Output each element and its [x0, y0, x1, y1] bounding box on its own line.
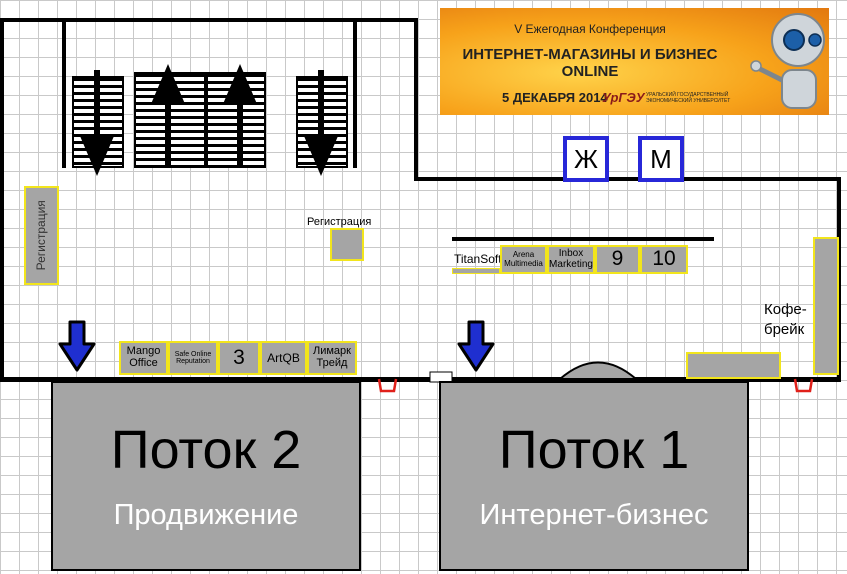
door-left-icon — [377, 378, 398, 393]
coffee-break-counter-right — [813, 237, 839, 375]
hall-stream-2-title: Поток 2 — [110, 420, 302, 480]
partition-middle — [452, 237, 714, 241]
coffee-break-label: Кофе-брейк — [764, 301, 807, 338]
robot-icon — [750, 13, 825, 109]
stand-mango-office: Mango Office — [119, 341, 168, 375]
banner-date: 5 ДЕКАБРЯ 2014 — [502, 90, 608, 105]
arrow-up-icon — [151, 64, 185, 168]
arrow-down-icon — [80, 70, 114, 176]
partition-top — [62, 22, 66, 168]
conference-banner: V Ежегодная Конференция ИНТЕРНЕТ-МАГАЗИН… — [440, 8, 829, 115]
column-icon — [557, 361, 639, 380]
stand-10: 10 — [640, 245, 688, 274]
registration-center — [330, 228, 364, 261]
hall-stream-1-title: Поток 1 — [498, 420, 690, 480]
stand-mango-office-label: Mango Office — [126, 345, 161, 369]
hall-stream-1: Поток 1 Интернет-бизнес — [439, 381, 749, 571]
stand-safe-online: Safe Online Reputation — [168, 341, 218, 375]
stand-titansoft-label: TitanSoft — [454, 252, 502, 267]
stand-10-label: 10 — [652, 247, 676, 271]
restroom-women: Ж — [563, 136, 609, 182]
stand-9-label: 9 — [611, 247, 624, 271]
stand-artqb-label: ArtQB — [267, 350, 300, 365]
door-right-icon — [793, 378, 814, 393]
entrance-arrow-left-icon — [58, 320, 96, 372]
arrow-up-icon — [223, 64, 257, 168]
wall-right-corridor-top — [414, 177, 841, 181]
coffee-break-counter-bottom — [686, 352, 781, 379]
partition-top-2 — [353, 22, 357, 168]
stand-3-label: 3 — [233, 345, 245, 369]
stand-artqb: ArtQB — [260, 341, 307, 375]
wall-top-left — [0, 18, 418, 22]
wall-left — [0, 18, 4, 382]
stand-9: 9 — [595, 245, 640, 274]
registration-left: Регистрация — [24, 186, 59, 285]
stand-titansoft-base — [452, 268, 500, 274]
wall-right — [837, 177, 841, 382]
stand-arena: Arena Multimedia — [500, 245, 547, 274]
arrow-down-icon — [304, 70, 338, 176]
restroom-men: М — [638, 136, 684, 182]
stand-3: 3 — [218, 341, 260, 375]
stand-limark: Лимарк Трейд — [307, 341, 357, 375]
hall-stream-2: Поток 2 Продвижение — [51, 381, 361, 571]
stand-inbox: Inbox Marketing — [547, 245, 595, 274]
hall-stream-2-subtitle: Продвижение — [113, 499, 299, 531]
stand-limark-label: Лимарк Трейд — [313, 345, 351, 369]
stand-titansoft: TitanSoft — [452, 245, 502, 274]
stand-inbox-label: Inbox Marketing — [549, 248, 593, 270]
stand-arena-label: Arena Multimedia — [504, 250, 543, 268]
wall-inner-vertical — [414, 18, 418, 181]
wall-bottom — [0, 377, 841, 382]
hall-stream-1-subtitle: Интернет-бизнес — [479, 499, 709, 531]
banner-logo: УрГЭУ — [602, 90, 645, 105]
banner-line2: ИНТЕРНЕТ-МАГАЗИНЫ И БИЗНЕС ONLINE — [462, 46, 718, 80]
registration-center-label: Регистрация — [307, 216, 372, 228]
stand-safe-online-label: Safe Online Reputation — [174, 350, 212, 365]
entrance-arrow-right-icon — [457, 320, 495, 372]
banner-university: УРАЛЬСКИЙ ГОСУДАРСТВЕННЫЙ ЭКОНОМИЧЕСКИЙ … — [646, 92, 731, 104]
banner-line1: V Ежегодная Конференция — [514, 22, 666, 36]
